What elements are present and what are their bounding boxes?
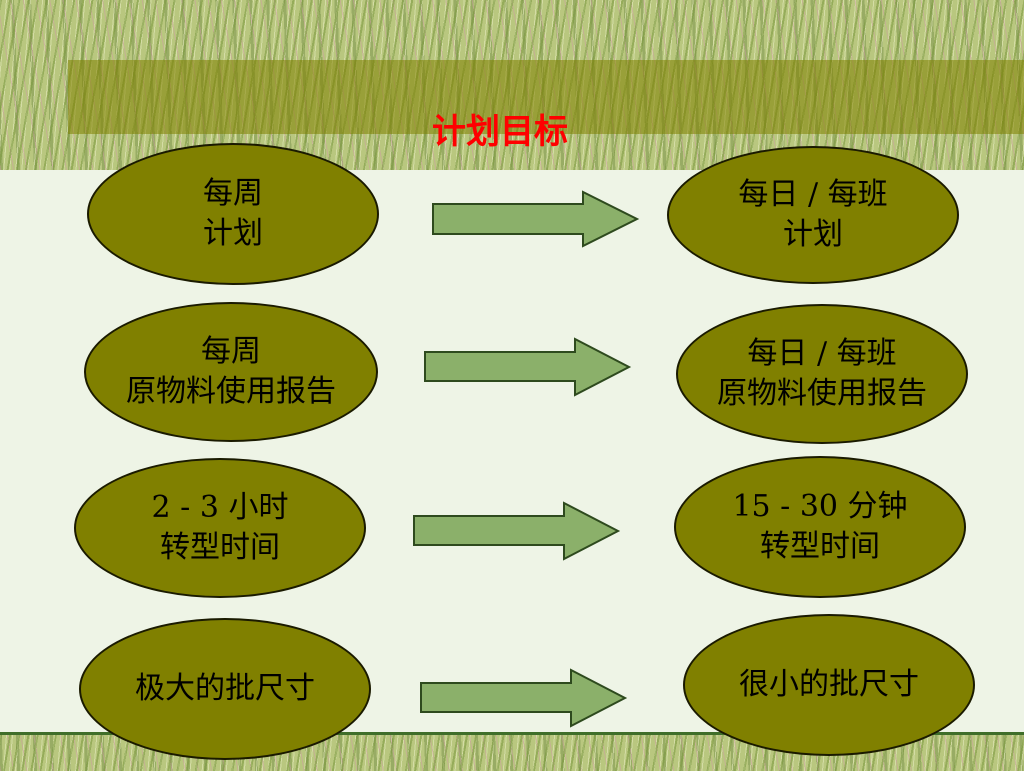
target-state-ellipse-daily-material-report: 每日 / 每班 原物料使用报告 — [676, 304, 968, 444]
ellipse-text-line: 原物料使用报告 — [126, 374, 336, 409]
ellipse-text-line: 极大的批尺寸 — [135, 671, 315, 706]
ellipse-text-line: 转型时间 — [160, 530, 280, 565]
ellipse-text-line: 每周 — [203, 176, 263, 211]
current-state-ellipse-large-batch: 极大的批尺寸 — [79, 618, 371, 760]
target-state-ellipse-daily-plan: 每日 / 每班 计划 — [667, 146, 959, 284]
ellipse-text-line: 很小的批尺寸 — [739, 667, 919, 702]
current-state-ellipse-weekly-plan: 每周 计划 — [87, 143, 379, 285]
ellipse-text-line: 每周 — [201, 334, 261, 369]
ellipse-text-line: 转型时间 — [760, 529, 880, 564]
ellipse-text-line: 原物料使用报告 — [717, 376, 927, 411]
slide-title: 计划目标 — [432, 112, 568, 152]
right-arrow-icon — [413, 501, 621, 561]
right-arrow-icon — [424, 337, 632, 397]
ellipse-text-line: 计划 — [783, 217, 843, 252]
target-state-ellipse-changeover-minutes: 15 - 30 分钟 转型时间 — [674, 456, 966, 598]
title-band — [68, 60, 1024, 134]
right-arrow-icon — [420, 668, 628, 728]
right-arrow-icon — [432, 190, 640, 248]
ellipse-text-line: 计划 — [203, 216, 263, 251]
current-state-ellipse-changeover-hours: 2 - 3 小时 转型时间 — [74, 458, 366, 598]
ellipse-text-line: 15 - 30 分钟 — [732, 489, 908, 524]
ellipse-text-line: 每日 / 每班 — [738, 177, 888, 212]
ellipse-text-line: 2 - 3 小时 — [151, 490, 289, 525]
current-state-ellipse-weekly-material-report: 每周 原物料使用报告 — [84, 302, 378, 442]
target-state-ellipse-small-batch: 很小的批尺寸 — [683, 614, 975, 756]
ellipse-text-line: 每日 / 每班 — [747, 336, 897, 371]
